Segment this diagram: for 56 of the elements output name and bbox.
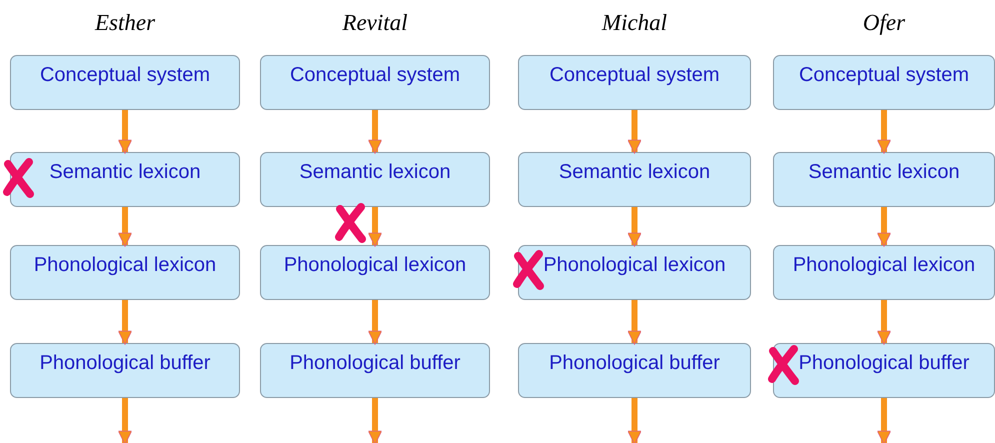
arrow xyxy=(877,300,891,345)
process-box xyxy=(518,245,751,300)
box-label: Semantic lexicon xyxy=(299,161,451,184)
arrow xyxy=(118,300,132,345)
arrow xyxy=(368,398,382,443)
process-box xyxy=(10,152,240,207)
process-box xyxy=(260,245,490,300)
column-heading: Ofer xyxy=(862,10,906,36)
box-label: Phonological lexicon xyxy=(284,254,466,277)
process-box xyxy=(518,152,751,207)
process-box xyxy=(260,55,490,110)
arrow xyxy=(118,398,132,443)
box-label: Semantic lexicon xyxy=(558,161,710,184)
arrow xyxy=(368,207,382,247)
box-label: Conceptual system xyxy=(798,64,970,87)
arrow xyxy=(628,300,642,345)
process-box xyxy=(773,245,995,300)
box-label: Conceptual system xyxy=(290,64,460,87)
process-box xyxy=(518,343,751,398)
arrow xyxy=(118,207,132,247)
arrow xyxy=(118,110,132,154)
process-box xyxy=(260,343,490,398)
cross-mark-icon xyxy=(333,203,367,243)
box-label: Conceptual system xyxy=(40,64,210,87)
box-label: Phonological buffer xyxy=(40,352,210,375)
column-heading: Revital xyxy=(342,10,408,36)
column-heading: Esther xyxy=(94,10,156,36)
process-box xyxy=(10,343,240,398)
process-box xyxy=(773,55,995,110)
box-label: Semantic lexicon xyxy=(808,161,960,184)
arrow xyxy=(628,398,642,443)
cross-mark-icon xyxy=(766,345,800,385)
box-label: Conceptual system xyxy=(549,64,720,87)
process-box xyxy=(773,152,995,207)
box-label: Phonological buffer xyxy=(549,352,720,375)
box-label: Phonological buffer xyxy=(290,352,460,375)
arrow xyxy=(628,207,642,247)
box-label: Phonological lexicon xyxy=(543,254,726,277)
box-label: Phonological buffer xyxy=(798,352,970,375)
cross-mark-icon xyxy=(1,158,35,198)
box-label: Phonological lexicon xyxy=(34,254,216,277)
box-label: Semantic lexicon xyxy=(49,161,201,184)
process-box xyxy=(260,152,490,207)
process-box xyxy=(10,55,240,110)
arrow xyxy=(628,110,642,154)
column-heading: Michal xyxy=(602,10,668,36)
process-box xyxy=(773,343,995,398)
cross-mark-icon xyxy=(511,250,545,290)
arrow xyxy=(877,110,891,154)
process-box xyxy=(10,245,240,300)
process-box xyxy=(518,55,751,110)
arrow xyxy=(368,300,382,345)
arrow xyxy=(877,207,891,247)
arrow xyxy=(368,110,382,154)
arrow xyxy=(877,398,891,443)
box-label: Phonological lexicon xyxy=(792,254,976,277)
